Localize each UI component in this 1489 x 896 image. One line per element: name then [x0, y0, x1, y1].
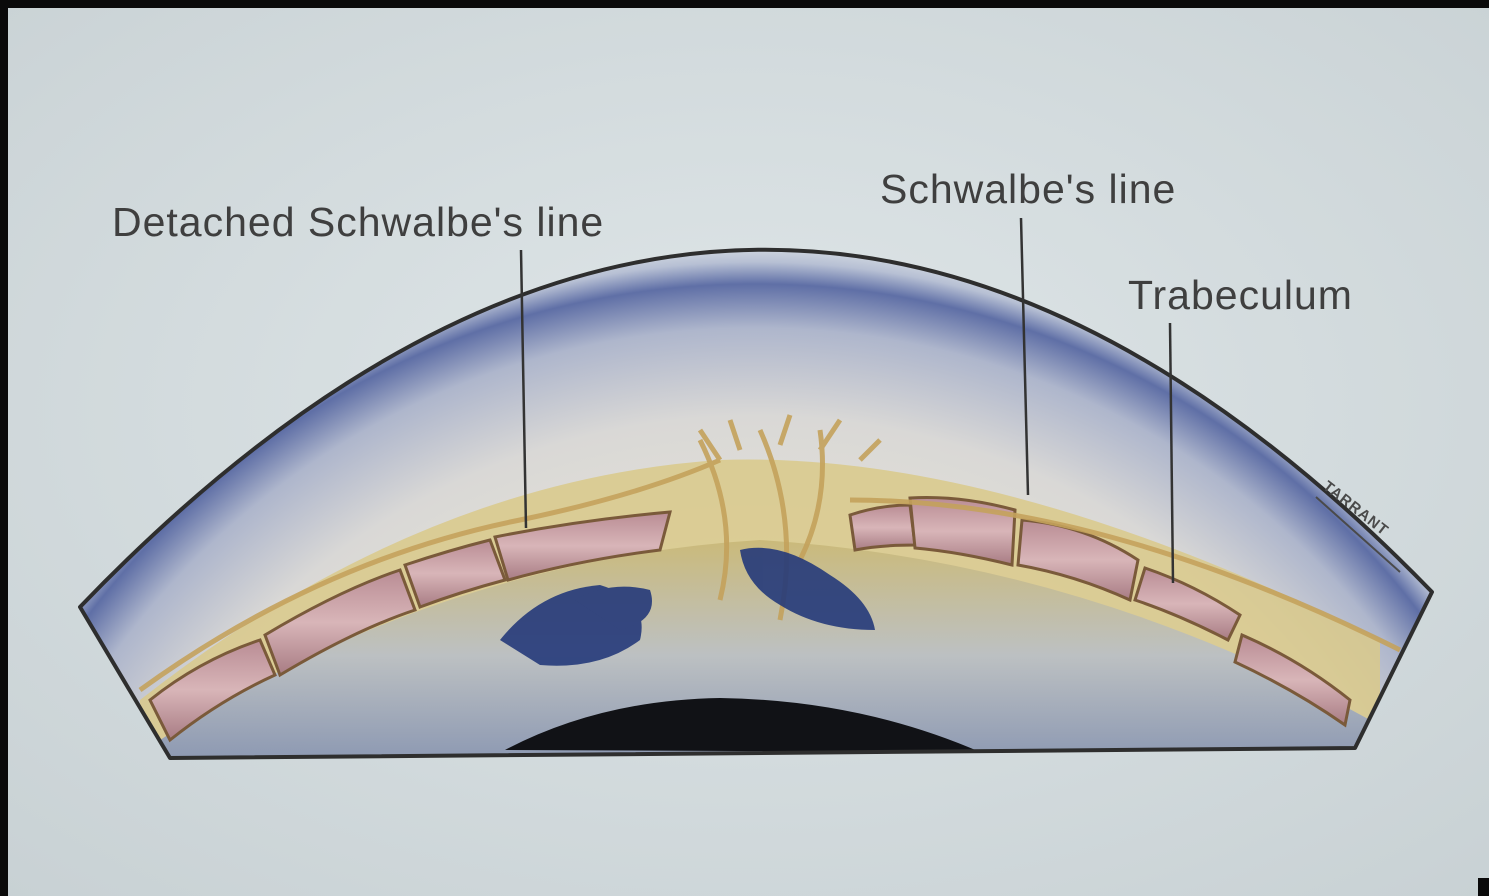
label-trabeculum: Trabeculum — [1128, 272, 1353, 318]
label-schwalbes-line: Schwalbe's line — [880, 166, 1176, 212]
label-detached-schwalbes-line: Detached Schwalbe's line — [112, 199, 604, 245]
corner-mark — [1478, 878, 1489, 896]
